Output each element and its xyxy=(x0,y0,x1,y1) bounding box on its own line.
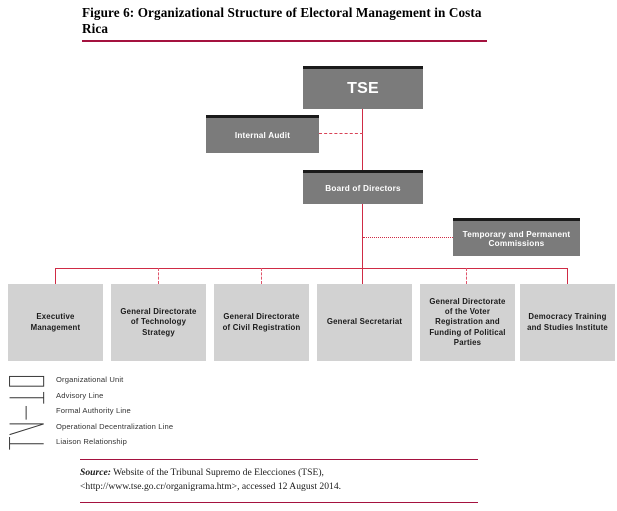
node-democracy-training-label: Democracy Training and Studies Institute xyxy=(527,312,608,332)
legend: Organizational Unit Advisory Line Formal… xyxy=(8,374,338,452)
source-line-2: <http://www.tse.go.cr/organigrama.htm>, … xyxy=(80,480,342,492)
node-board-of-directors: Board of Directors xyxy=(303,170,423,204)
node-tse-label: TSE xyxy=(347,80,379,97)
legend-item-formal-authority-line: Formal Authority Line xyxy=(8,405,338,421)
connector-board-to-distribution-bar xyxy=(362,204,363,269)
node-tse: TSE xyxy=(303,66,423,109)
node-temporary-permanent-commissions: Temporary and Permanent Commissions xyxy=(453,218,580,256)
legend-label-liaison-relationship: Liaison Relationship xyxy=(56,437,127,447)
node-voter-registration-label: General Directorate of the Voter Registr… xyxy=(429,296,506,347)
legend-item-operational-decentralization-line: Operational Decentralization Line xyxy=(8,421,338,437)
rectangle-icon xyxy=(8,374,54,390)
page-title: Figure 6: Organizational Structure of El… xyxy=(82,5,482,36)
node-democracy-training-studies-institute: Democracy Training and Studies Institute xyxy=(520,284,615,361)
connector-advisory-internal-audit xyxy=(319,133,363,134)
source-label: Source: xyxy=(80,467,111,478)
connector-tse-to-board xyxy=(362,109,363,170)
node-internal-audit: Internal Audit xyxy=(206,115,319,153)
node-civil-registration-label: General Directorate of Civil Registratio… xyxy=(222,312,301,332)
node-executive-management-label: Executive Management xyxy=(30,312,81,332)
source-rule-bottom xyxy=(80,502,478,504)
node-executive-management: Executive Management xyxy=(8,284,103,361)
legend-label-organizational-unit: Organizational Unit xyxy=(56,375,124,384)
legend-label-operational-decentralization-line: Operational Decentralization Line xyxy=(56,421,174,431)
legend-label-formal-authority-line: Formal Authority Line xyxy=(56,406,131,416)
connector-drop-technology-strategy xyxy=(158,268,159,284)
title-rule xyxy=(82,40,487,42)
line-right-tick-icon xyxy=(8,390,54,406)
line-left-tick-icon xyxy=(8,436,54,452)
legend-label-advisory-line: Advisory Line xyxy=(56,390,104,400)
source-line-1: Website of the Tribunal Supremo de Elecc… xyxy=(110,467,324,478)
node-technology-strategy-label: General Directorate of Technology Strate… xyxy=(120,307,197,337)
connector-drop-voter-registration xyxy=(466,268,467,284)
connector-drop-general-secretariat xyxy=(362,268,363,284)
legend-item-organizational-unit: Organizational Unit xyxy=(8,374,338,390)
node-board-of-directors-label: Board of Directors xyxy=(325,184,401,193)
connector-drop-executive-management xyxy=(55,268,56,284)
node-general-directorate-voter-registration: General Directorate of the Voter Registr… xyxy=(420,284,515,361)
node-general-directorate-technology-strategy: General Directorate of Technology Strate… xyxy=(111,284,206,361)
legend-item-advisory-line: Advisory Line xyxy=(8,390,338,406)
vertical-line-icon xyxy=(8,405,54,421)
connector-liaison-commissions xyxy=(363,237,453,238)
zigzag-icon xyxy=(8,421,54,437)
distribution-bar xyxy=(55,268,568,269)
source-note: Source: Website of the Tribunal Supremo … xyxy=(80,466,500,493)
node-general-directorate-civil-registration: General Directorate of Civil Registratio… xyxy=(214,284,309,361)
legend-item-liaison-relationship: Liaison Relationship xyxy=(8,436,338,452)
connector-drop-civil-registration xyxy=(261,268,262,284)
node-general-secretariat: General Secretariat xyxy=(317,284,412,361)
connector-drop-democracy-training xyxy=(567,268,568,284)
node-commissions-label: Temporary and Permanent Commissions xyxy=(462,229,571,248)
node-internal-audit-label: Internal Audit xyxy=(234,131,291,140)
node-general-secretariat-label: General Secretariat xyxy=(326,317,403,327)
source-rule-top xyxy=(80,459,478,461)
